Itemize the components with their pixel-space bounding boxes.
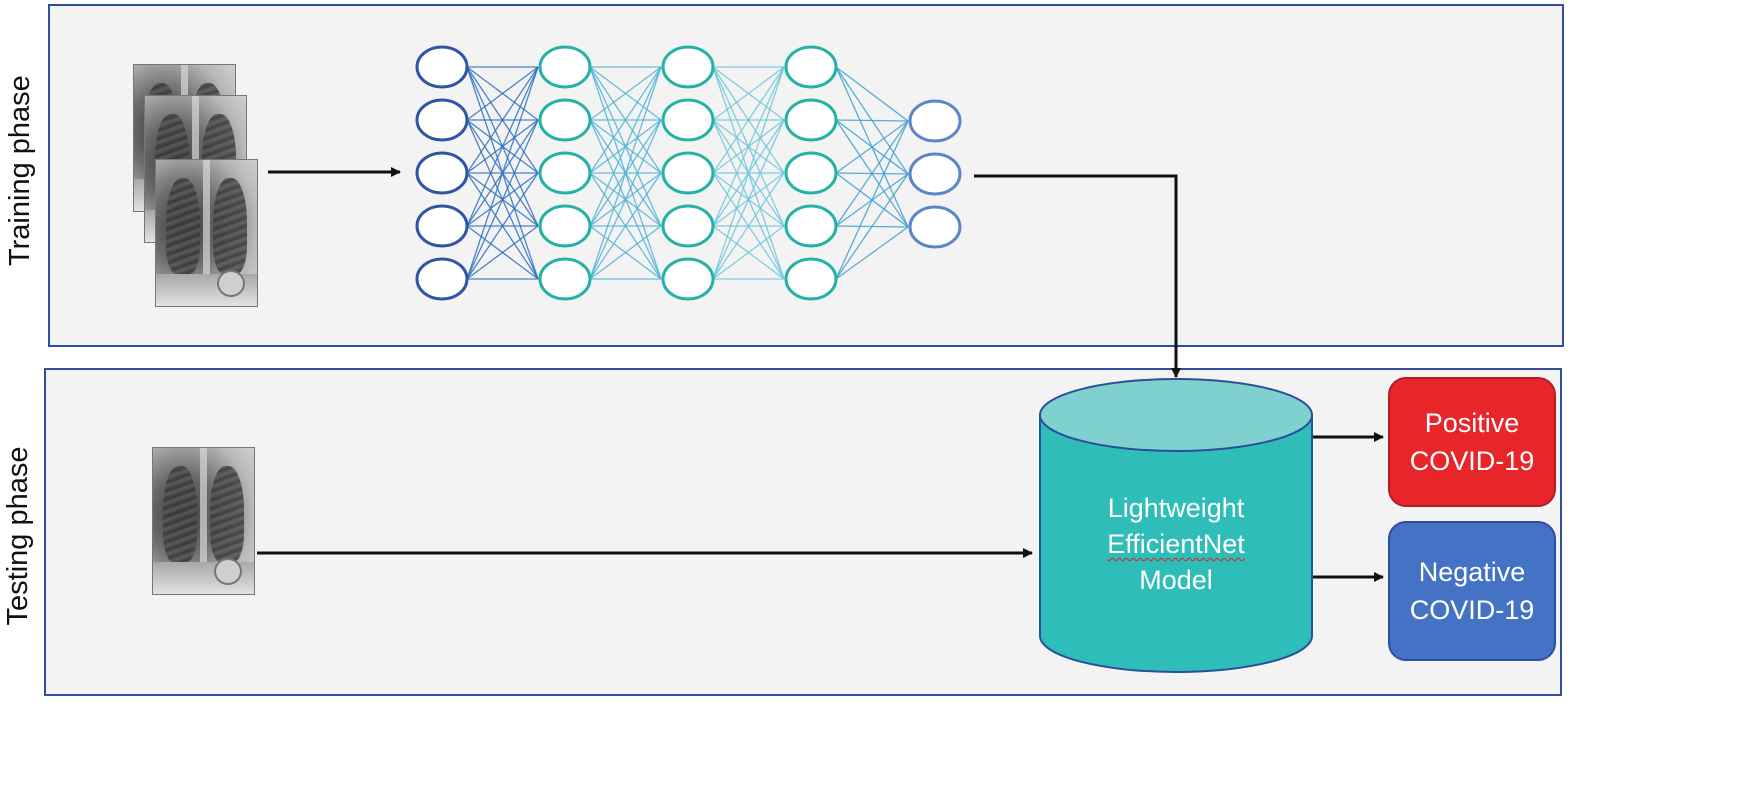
network-node [661, 45, 715, 89]
network-node [415, 45, 469, 89]
network-node [415, 98, 469, 142]
network-node [908, 152, 962, 196]
network-edge [835, 120, 909, 280]
network-edge [712, 66, 785, 174]
network-node [661, 98, 715, 142]
network-edge [466, 119, 539, 280]
network-edge [466, 66, 539, 121]
network-edge [589, 172, 662, 280]
arrow-network-to-model [974, 174, 1181, 378]
network-edge [835, 120, 909, 227]
network-node [784, 45, 838, 89]
network-node [661, 204, 715, 248]
network-edge [835, 120, 909, 174]
model-label: Lightweight EfficientNet Model [1040, 490, 1312, 598]
network-edge [712, 119, 785, 280]
network-node [538, 45, 592, 89]
network-edge [466, 66, 539, 227]
network-node [908, 99, 962, 143]
negative-line2: COVID-19 [1409, 595, 1535, 625]
network-edge [835, 226, 909, 280]
network-node [661, 151, 715, 195]
network-edge [589, 66, 662, 121]
model-label-line1: Lightweight [1107, 493, 1245, 523]
network-edge [712, 172, 785, 280]
network-node [908, 205, 962, 249]
network-edge [589, 66, 662, 174]
network-node [538, 257, 592, 301]
negative-line1: Negative [1418, 557, 1526, 587]
network-node [538, 151, 592, 195]
negative-result-box: Negative COVID-19 [1388, 521, 1556, 661]
network-nodes [415, 45, 962, 301]
network-edge [589, 119, 662, 280]
network-edge [835, 173, 909, 280]
network-node [784, 204, 838, 248]
network-edge [712, 66, 785, 121]
network-node [784, 151, 838, 195]
network-node [661, 257, 715, 301]
network-edge [466, 172, 539, 280]
positive-result-box: Positive COVID-19 [1388, 377, 1556, 507]
positive-line2: COVID-19 [1409, 446, 1535, 476]
network-edge [712, 66, 785, 227]
network-edge [589, 225, 662, 280]
network-node [538, 204, 592, 248]
network-edge [712, 66, 785, 280]
network-node [415, 204, 469, 248]
model-cylinder [1039, 378, 1313, 673]
network-connections [466, 66, 909, 280]
network-node [784, 257, 838, 301]
positive-line1: Positive [1424, 408, 1520, 438]
network-node [784, 98, 838, 142]
network-edge [466, 225, 539, 280]
network-node [415, 151, 469, 195]
network-node [538, 98, 592, 142]
network-edge [466, 66, 539, 280]
testing-xray-image [152, 447, 255, 595]
network-edge [466, 66, 539, 174]
network-edge [589, 66, 662, 227]
network-edge [835, 66, 909, 122]
model-label-line2: EfficientNet [1107, 529, 1245, 559]
network-edge [835, 119, 909, 122]
training-xray-image-3 [155, 159, 258, 307]
model-label-line3: Model [1139, 565, 1213, 595]
network-edge [589, 66, 662, 280]
network-node [415, 257, 469, 301]
network-edge [712, 225, 785, 280]
